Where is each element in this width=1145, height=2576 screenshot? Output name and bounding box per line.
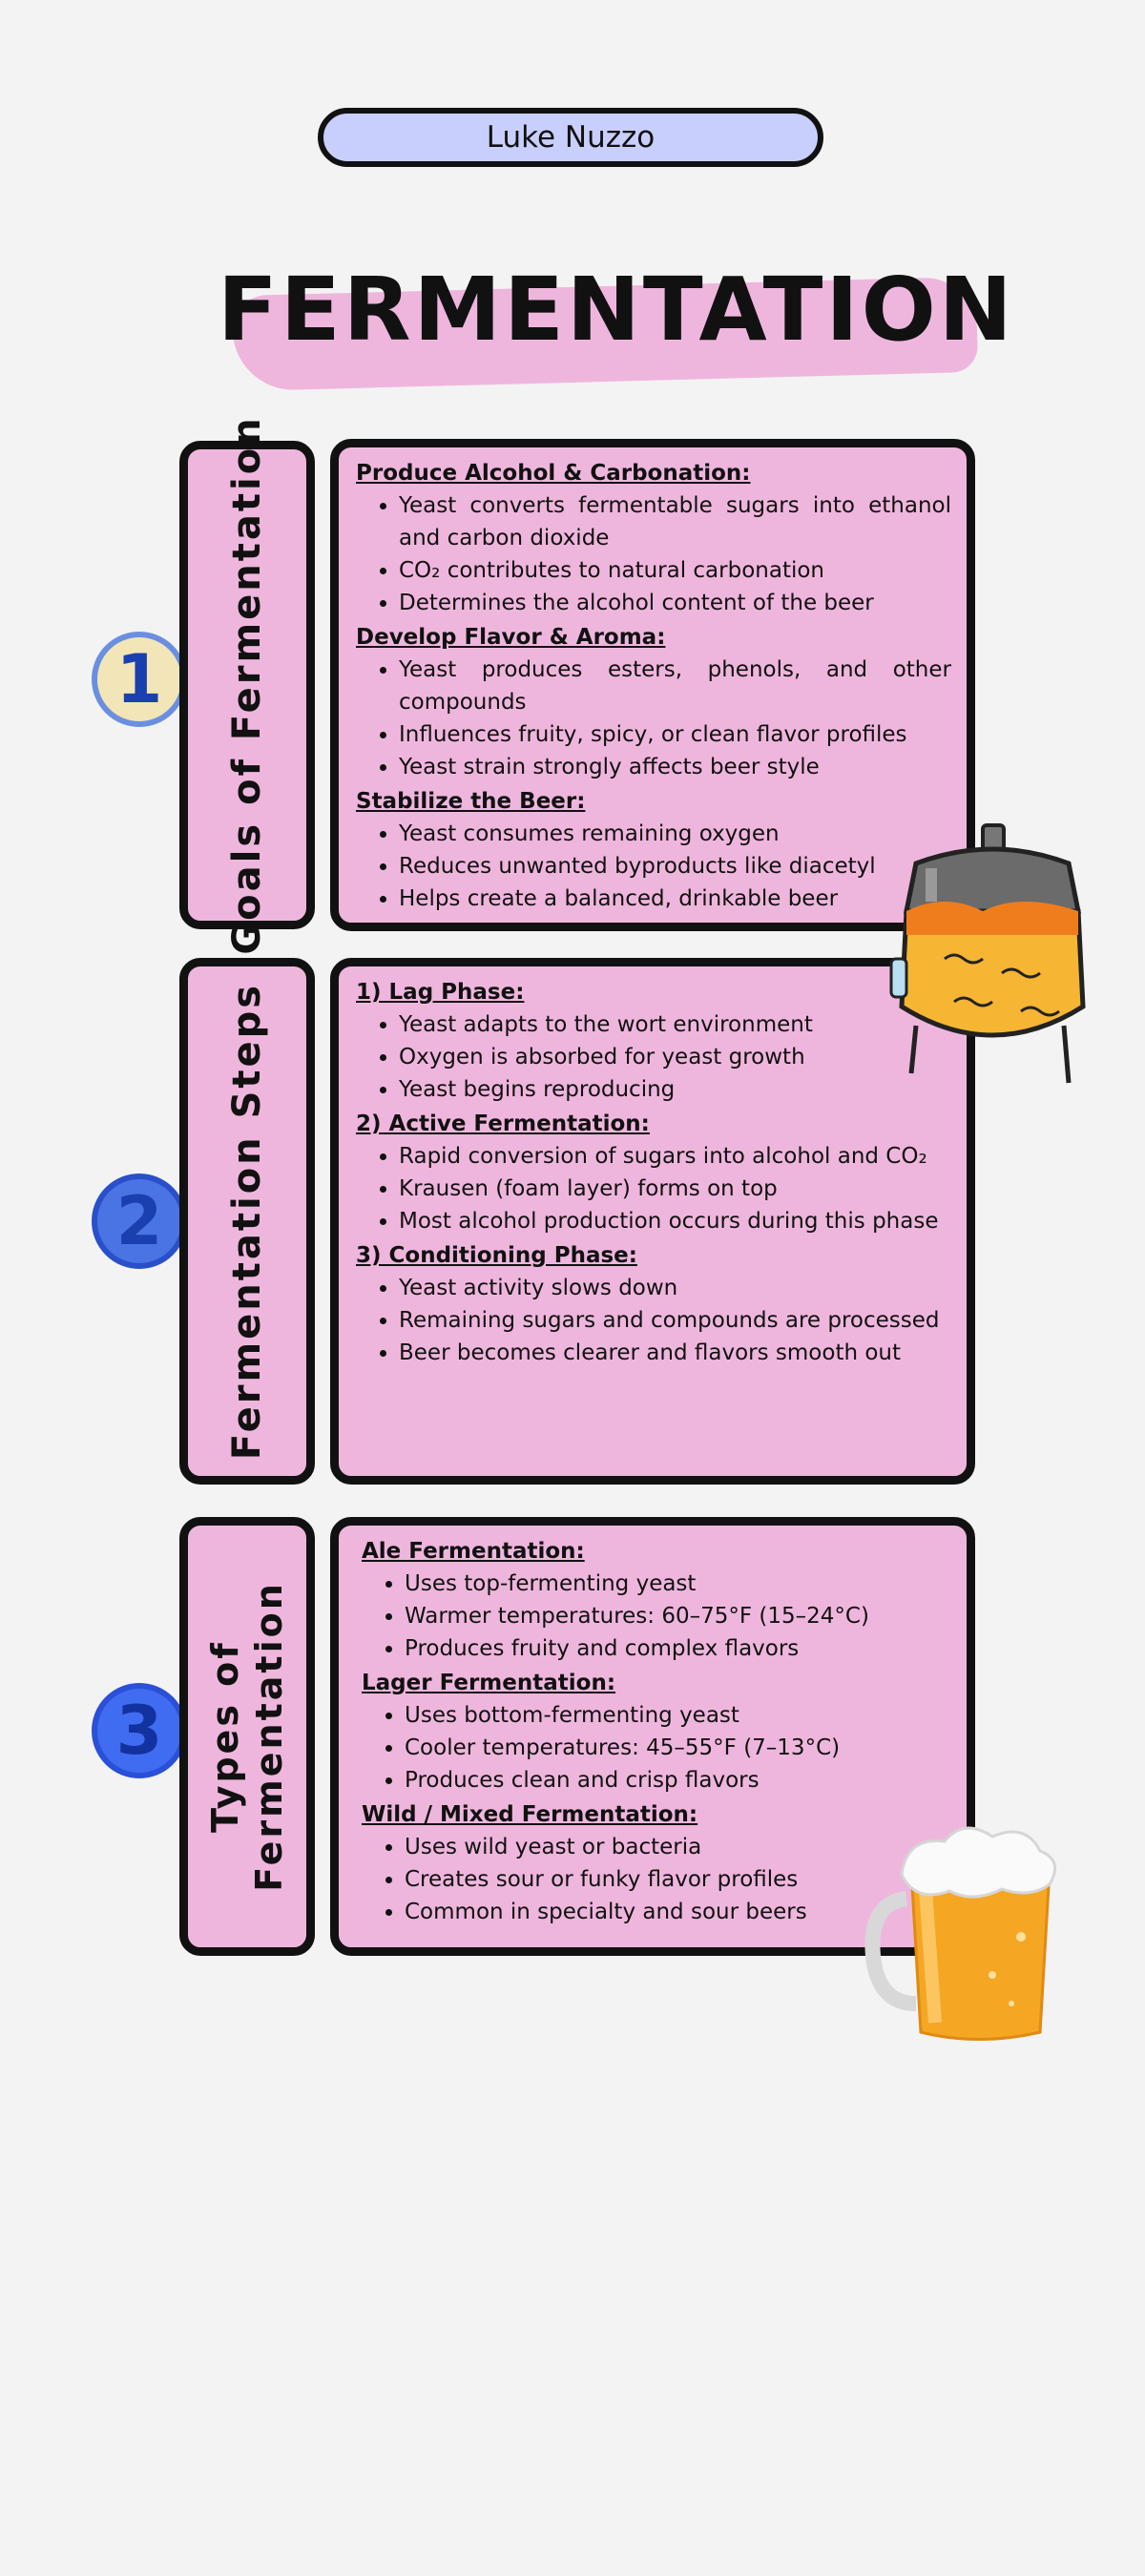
- group-heading: Develop Flavor & Aroma:: [356, 625, 666, 650]
- section-label-line: Types of: [204, 1640, 246, 1833]
- list-item: Krausen (foam layer) forms on top: [399, 1173, 951, 1205]
- section-label-goals: Goals of Fermentation: [179, 415, 315, 955]
- bullet-list: Yeast converts fermentable sugars into e…: [356, 489, 951, 619]
- list-item: Uses bottom-fermenting yeast: [405, 1699, 951, 1732]
- list-item: CO₂ contributes to natural carbonation: [399, 554, 951, 587]
- bullet-list: Yeast consumes remaining oxygen Reduces …: [356, 818, 951, 915]
- list-item: Uses top-fermenting yeast: [405, 1568, 951, 1600]
- list-item: Produces fruity and complex flavors: [405, 1632, 951, 1665]
- section-label-text: Goals of Fermentation: [225, 415, 269, 955]
- list-item: Yeast activity slows down: [399, 1272, 951, 1304]
- section-number-3: 3: [92, 1683, 187, 1778]
- section-number-1: 1: [92, 632, 187, 727]
- list-item: Oxygen is absorbed for yeast growth: [399, 1041, 951, 1073]
- section-label-text: Fermentation Steps: [225, 982, 269, 1461]
- list-item: Rapid conversion of sugars into alcohol …: [399, 1140, 951, 1173]
- list-item: Common in specialty and sour beers: [405, 1896, 951, 1928]
- group-heading: Produce Alcohol & Carbonation:: [356, 461, 751, 486]
- bullet-list: Uses top-fermenting yeast Warmer tempera…: [362, 1568, 951, 1665]
- bullet-list: Yeast produces esters, phenols, and othe…: [356, 654, 951, 783]
- list-item: Creates sour or funky flavor profiles: [405, 1863, 951, 1896]
- group-heading: Wild / Mixed Fermentation:: [362, 1802, 698, 1827]
- page-title: FERMENTATION: [218, 259, 1015, 361]
- section-content-goals: Produce Alcohol & Carbonation: Yeast con…: [330, 439, 975, 931]
- list-item: Remaining sugars and compounds are proce…: [399, 1304, 951, 1337]
- list-item: Beer becomes clearer and flavors smooth …: [399, 1337, 951, 1369]
- bullet-list: Uses bottom-fermenting yeast Cooler temp…: [362, 1699, 951, 1797]
- list-item: Yeast consumes remaining oxygen: [399, 818, 951, 850]
- bullet-list: Rapid conversion of sugars into alcohol …: [356, 1140, 951, 1237]
- bullet-list: Yeast adapts to the wort environment Oxy…: [356, 1008, 951, 1106]
- bullet-list: Uses wild yeast or bacteria Creates sour…: [362, 1831, 951, 1928]
- group-heading: 1) Lag Phase:: [356, 980, 525, 1005]
- list-item: Helps create a balanced, drinkable beer: [399, 883, 951, 915]
- title-block: FERMENTATION: [218, 258, 1015, 392]
- bullet-list: Yeast activity slows down Remaining suga…: [356, 1272, 951, 1369]
- list-item: Yeast begins reproducing: [399, 1073, 951, 1106]
- fermenter-tank-icon: [889, 823, 1086, 1084]
- list-item: Yeast adapts to the wort environment: [399, 1008, 951, 1041]
- section-content-steps: 1) Lag Phase: Yeast adapts to the wort e…: [330, 958, 975, 1485]
- group-heading: 3) Conditioning Phase:: [356, 1243, 637, 1268]
- list-item: Most alcohol production occurs during th…: [399, 1205, 951, 1237]
- section-content-types: Ale Fermentation: Uses top-fermenting ye…: [330, 1517, 975, 1956]
- list-item: Yeast strain strongly affects beer style: [399, 751, 951, 783]
- list-item: Uses wild yeast or bacteria: [405, 1831, 951, 1863]
- list-item: Cooler temperatures: 45–55°F (7–13°C): [405, 1732, 951, 1764]
- section-label-text: Types of Fermentation: [203, 1581, 291, 1892]
- group-heading: Lager Fermentation:: [362, 1671, 616, 1695]
- beer-mug-icon: [864, 1826, 1057, 2041]
- list-item: Yeast produces esters, phenols, and othe…: [399, 654, 951, 718]
- section-number-2: 2: [92, 1174, 187, 1269]
- section-label-steps: Fermentation Steps: [179, 958, 315, 1485]
- list-item: Reduces unwanted byproducts like diacety…: [399, 850, 951, 883]
- section-label-types: Types of Fermentation: [179, 1517, 315, 1956]
- section-label-line: Fermentation: [248, 1581, 290, 1892]
- list-item: Warmer temperatures: 60–75°F (15–24°C): [405, 1600, 951, 1632]
- group-heading: Ale Fermentation:: [362, 1539, 585, 1564]
- group-heading: 2) Active Fermentation:: [356, 1111, 650, 1136]
- list-item: Yeast converts fermentable sugars into e…: [399, 489, 951, 554]
- author-name: Luke Nuzzo: [318, 108, 823, 167]
- group-heading: Stabilize the Beer:: [356, 789, 586, 814]
- list-item: Determines the alcohol content of the be…: [399, 587, 951, 619]
- list-item: Produces clean and crisp flavors: [405, 1764, 951, 1797]
- list-item: Influences fruity, spicy, or clean flavo…: [399, 718, 951, 751]
